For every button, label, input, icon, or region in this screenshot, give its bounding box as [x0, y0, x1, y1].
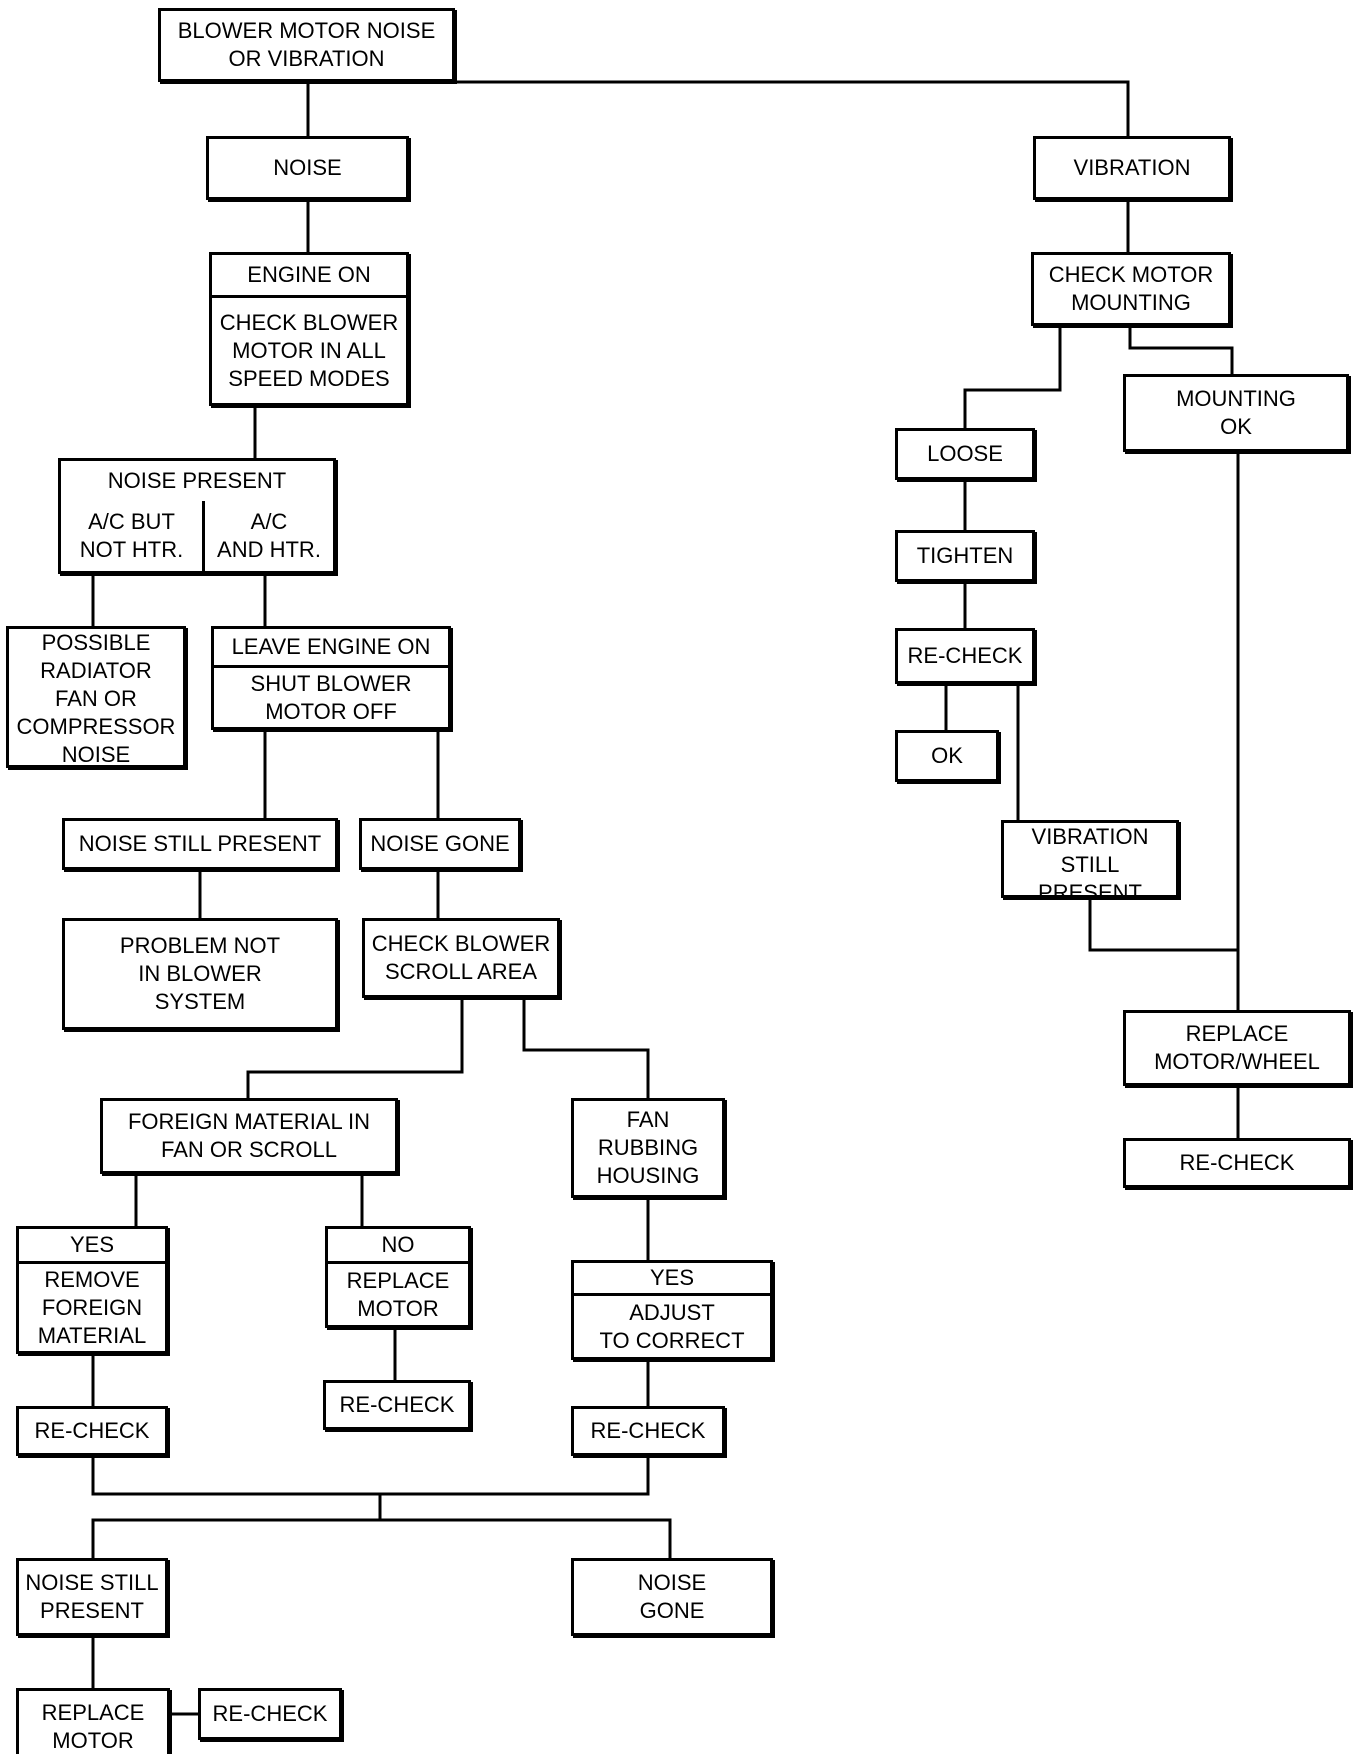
node-option-ac-and-htr: A/C AND HTR. [202, 501, 333, 571]
node-yes-remove-foreign: YES REMOVE FOREIGN MATERIAL [16, 1226, 168, 1354]
node-label: RE-CHECK [34, 1418, 150, 1443]
node-replace-motor-final: REPLACE MOTOR [16, 1688, 170, 1754]
node-foreign-material: FOREIGN MATERIAL IN FAN OR SCROLL [100, 1098, 398, 1174]
node-vibration: VIBRATION [1033, 136, 1231, 200]
node-possible-radiator-fan: POSSIBLE RADIATOR FAN OR COMPRESSOR NOIS… [6, 626, 186, 768]
node-label: RE-CHECK [907, 643, 1023, 668]
node-label: RE-CHECK [1179, 1150, 1295, 1175]
node-label: FAN RUBBING HOUSING [596, 1107, 700, 1188]
node-blower-motor-noise-or-vibration: BLOWER MOTOR NOISE OR VIBRATION [158, 8, 455, 82]
node-noise-gone-1: NOISE GONE [359, 818, 521, 870]
node-label: ADJUST TO CORRECT [574, 1293, 770, 1357]
node-noise-gone-2: NOISE GONE [571, 1558, 773, 1636]
node-label: RE-CHECK [339, 1392, 455, 1417]
node-no-replace-motor: NO REPLACE MOTOR [325, 1226, 471, 1328]
node-label: CHECK BLOWER SCROLL AREA [371, 931, 551, 984]
node-problem-not-in-blower: PROBLEM NOT IN BLOWER SYSTEM [62, 918, 338, 1030]
node-label: RE-CHECK [212, 1701, 328, 1726]
node-replace-motor-wheel: REPLACE MOTOR/WHEEL [1123, 1010, 1351, 1086]
node-tighten: TIGHTEN [895, 530, 1035, 582]
node-label: REMOVE FOREIGN MATERIAL [19, 1261, 165, 1351]
node-label: BLOWER MOTOR NOISE OR VIBRATION [177, 18, 436, 71]
node-label: NOISE STILL PRESENT [78, 831, 322, 856]
node-label: TIGHTEN [916, 543, 1014, 568]
node-noise-still-present-1: NOISE STILL PRESENT [62, 818, 338, 870]
node-label: SHUT BLOWER MOTOR OFF [214, 665, 448, 727]
node-noise-present: NOISE PRESENT A/C BUT NOT HTR. A/C AND H… [58, 458, 336, 574]
node-label: LOOSE [927, 441, 1003, 466]
node-recheck-vibration: RE-CHECK [895, 628, 1035, 684]
node-check-motor-mounting: CHECK MOTOR MOUNTING [1031, 252, 1231, 326]
node-recheck-fan: RE-CHECK [571, 1406, 725, 1456]
node-loose: LOOSE [895, 428, 1035, 480]
node-label: PROBLEM NOT IN BLOWER SYSTEM [119, 933, 281, 1014]
node-fan-rubbing-housing: FAN RUBBING HOUSING [571, 1098, 725, 1198]
node-label: REPLACE MOTOR/WHEEL [1154, 1021, 1320, 1074]
node-mounting-ok: MOUNTING OK [1123, 374, 1349, 452]
node-label: CHECK BLOWER MOTOR IN ALL SPEED MODES [212, 295, 406, 403]
node-label: NOISE GONE [370, 831, 510, 856]
node-label: RE-CHECK [590, 1418, 706, 1443]
node-header: YES [649, 1265, 695, 1290]
node-label: OK [931, 743, 963, 768]
node-label: NOISE GONE [637, 1570, 707, 1623]
node-label: CHECK MOTOR MOUNTING [1048, 262, 1214, 315]
node-recheck-final: RE-CHECK [198, 1688, 342, 1740]
node-label: VIBRATION [1073, 155, 1191, 180]
node-recheck-no: RE-CHECK [323, 1380, 471, 1430]
node-ok: OK [895, 730, 999, 782]
node-yes-adjust: YES ADJUST TO CORRECT [571, 1260, 773, 1360]
node-vibration-still-present: VIBRATION STILL PRESENT [1001, 820, 1179, 905]
node-header: NOISE PRESENT [107, 468, 287, 493]
node-label: NOISE STILL PRESENT [25, 1570, 159, 1623]
node-recheck-wheel: RE-CHECK [1123, 1138, 1351, 1188]
node-leave-engine-on: LEAVE ENGINE ON SHUT BLOWER MOTOR OFF [211, 626, 451, 730]
node-header: LEAVE ENGINE ON [231, 634, 431, 659]
node-header: ENGINE ON [247, 262, 371, 287]
node-recheck-foreign: RE-CHECK [16, 1406, 168, 1456]
node-label: REPLACE MOTOR [41, 1700, 145, 1753]
node-header: YES [69, 1232, 115, 1257]
node-header: NO [381, 1232, 415, 1257]
node-check-blower-scroll: CHECK BLOWER SCROLL AREA [362, 918, 560, 998]
node-label: NOISE [273, 155, 342, 180]
node-option-ac-not-htr: A/C BUT NOT HTR. [79, 509, 184, 562]
node-label: POSSIBLE RADIATOR FAN OR COMPRESSOR NOIS… [16, 630, 176, 767]
node-engine-on-check-blower: ENGINE ON CHECK BLOWER MOTOR IN ALL SPEE… [209, 252, 409, 406]
node-label: MOUNTING OK [1176, 386, 1296, 439]
node-noise: NOISE [206, 136, 409, 200]
node-label: VIBRATION STILL PRESENT [1031, 824, 1149, 905]
node-label: REPLACE MOTOR [328, 1261, 468, 1325]
node-noise-still-present-2: NOISE STILL PRESENT [16, 1558, 168, 1636]
node-label: FOREIGN MATERIAL IN FAN OR SCROLL [127, 1109, 371, 1162]
